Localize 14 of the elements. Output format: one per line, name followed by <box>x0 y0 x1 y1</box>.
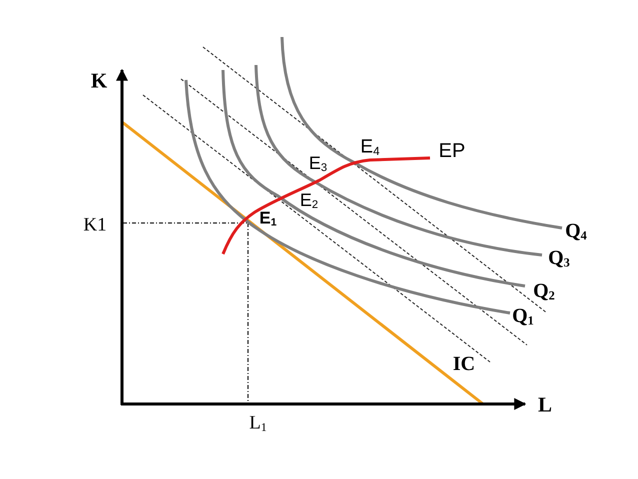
point-label: E$_{2}$ <box>300 191 318 209</box>
point-label: E$_{1}$ <box>259 210 277 226</box>
curve-label: Q$_{4}$ <box>565 221 587 241</box>
curve-label: Q$_{2}$ <box>533 281 555 301</box>
axis-label: L <box>538 394 552 416</box>
curve-label: Q$_{1}$ <box>512 306 534 326</box>
tick-label: K1 <box>83 216 107 234</box>
curve-label: Q$_{3}$ <box>548 248 570 268</box>
curve-label: EP <box>438 141 466 161</box>
tick-label: L$_{1}$ <box>249 414 267 432</box>
point-label: E$_{3}$ <box>308 154 328 172</box>
point-label: E$_{4}$ <box>360 138 380 156</box>
axis-label: K <box>90 70 108 92</box>
curve-label: IC <box>452 354 476 374</box>
